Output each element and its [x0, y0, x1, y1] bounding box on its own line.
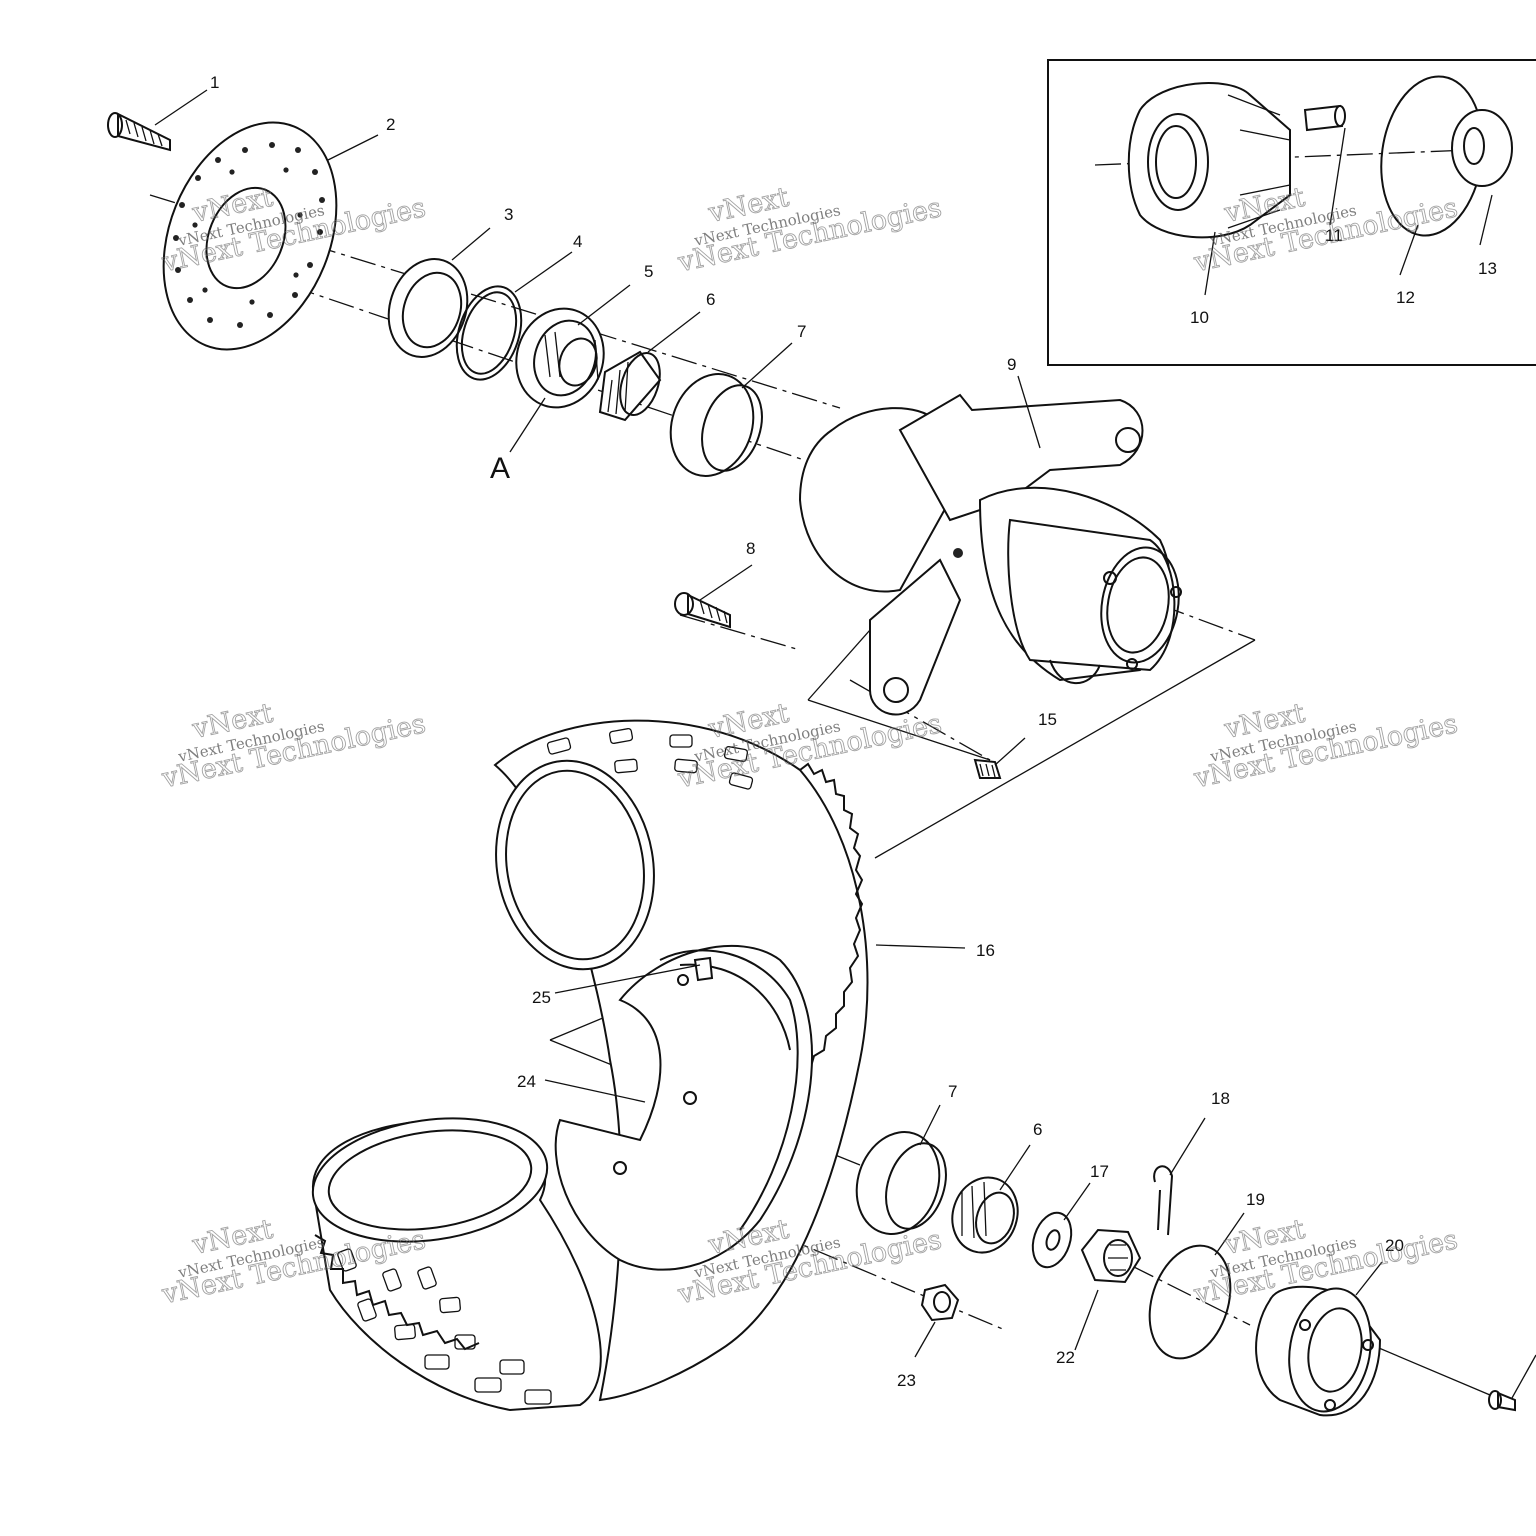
label-13: 13: [1478, 259, 1497, 278]
label-8: 8: [746, 539, 755, 558]
part-24-wheel-rim: [554, 944, 813, 1271]
leader-lines: [154, 89, 1536, 1399]
label-19: 19: [1246, 1190, 1265, 1209]
part-hub-cap-screw: [1488, 1390, 1516, 1412]
part-22-castle-nut: [1080, 1228, 1142, 1284]
part-15-fitting: [973, 758, 1002, 779]
label-4: 4: [573, 232, 582, 251]
part-23-lug-nut: [920, 1283, 960, 1322]
label-7: 7: [797, 322, 806, 341]
label-9: 9: [1007, 355, 1016, 374]
part-6-tapered-bearing: [598, 350, 662, 422]
label-22: 22: [1056, 1348, 1075, 1367]
part-13-cap: [1451, 109, 1513, 187]
part-4-snap-ring: [455, 285, 523, 381]
label-16: 16: [976, 941, 995, 960]
label-25: 25: [532, 988, 551, 1007]
label-6: 6: [706, 290, 715, 309]
part-7-bearing-race: [669, 373, 763, 477]
label-detail-a: A: [490, 452, 510, 485]
part-6b-tapered-bearing: [951, 1176, 1019, 1254]
part-5-bearing: [515, 307, 605, 409]
part-labels: 1 2 3 4 5 6 7 A 8 9 10 11 12 13 15 16 25…: [210, 73, 1497, 1390]
label-23: 23: [897, 1371, 916, 1390]
label-18: 18: [1211, 1089, 1230, 1108]
part-7b-bearing-race: [855, 1131, 947, 1235]
label-15: 15: [1038, 710, 1057, 729]
label-24: 24: [517, 1072, 536, 1091]
part-11-pin: [1303, 104, 1346, 132]
label-10: 10: [1190, 308, 1209, 327]
label-11: 11: [1325, 226, 1343, 245]
part-20-hub-cap: [1255, 1285, 1382, 1417]
detail-inset: [1047, 59, 1536, 366]
label-2: 2: [386, 115, 395, 134]
label-12: 12: [1396, 288, 1415, 307]
label-1: 1: [210, 73, 219, 92]
part-19-o-ring: [1148, 1244, 1232, 1360]
part-18-cotter-pin: [1153, 1165, 1174, 1236]
part-17-washer: [1031, 1211, 1073, 1269]
part-3-seal: [387, 258, 469, 358]
label-5: 5: [644, 262, 653, 281]
label-3: 3: [504, 205, 513, 224]
part-9-spindle-hub: [798, 393, 1182, 716]
label-17: 17: [1090, 1162, 1109, 1181]
label-7b: 7: [948, 1082, 957, 1101]
label-6b: 6: [1033, 1120, 1042, 1139]
part-8-bolt: [674, 592, 731, 629]
label-20: 20: [1385, 1236, 1404, 1255]
part-16-tire-lower: [311, 1117, 602, 1412]
part-1-screw: [107, 112, 171, 152]
part-2-brake-disc: [162, 121, 338, 351]
part-25-valve: [693, 956, 714, 982]
